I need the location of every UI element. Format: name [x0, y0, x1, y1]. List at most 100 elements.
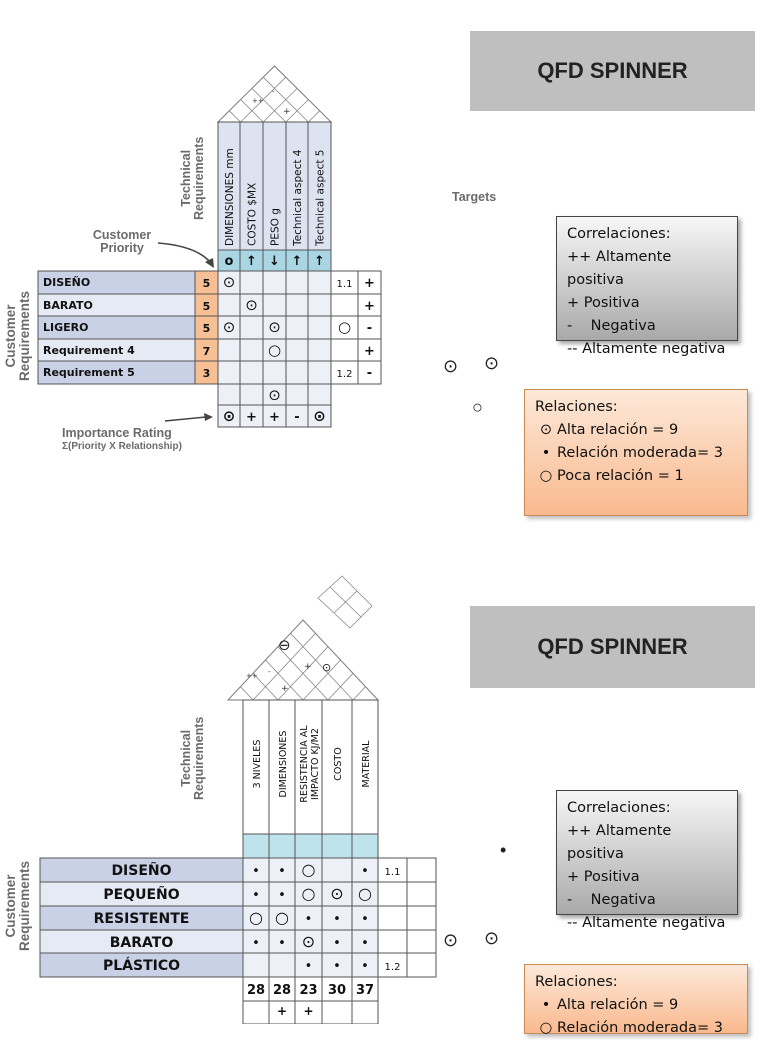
relationship-mark: 1.1 [337, 279, 353, 290]
relationship-cell [285, 315, 309, 340]
roof-mark: - [268, 668, 271, 676]
relaciones-title: Relaciones: [535, 399, 618, 415]
loose-symbol: ⊙ [484, 353, 500, 373]
bottom-technical-line-2: Requirements [192, 716, 206, 800]
relationship-cell [294, 905, 323, 931]
direction-cell [242, 833, 270, 859]
top-importance-rating-label: Importance Rating Σ(Priority X Relations… [62, 427, 182, 453]
loose-symbol: ⊙ [484, 928, 500, 948]
total-value: 23 [299, 983, 317, 998]
relationship-mark: • [361, 959, 369, 974]
relaciones-item: •Relación moderada= 3 [535, 442, 737, 465]
importance-mark: + [269, 410, 280, 425]
loose-symbol: • [500, 840, 507, 860]
relationship-cell [285, 338, 309, 362]
top-correlaciones-legend: Correlaciones: ++ Altamente positiva + P… [556, 216, 738, 357]
relationship-cell [406, 929, 437, 954]
importance-rating-formula: Σ(Priority X Relationship) [62, 441, 182, 452]
customer-priority-arrowhead [205, 258, 214, 268]
relationship-cell [217, 360, 241, 385]
total-cell [242, 976, 270, 1002]
relaciones-item: •Alta relación = 9 [535, 994, 737, 1017]
importance-mark: ⊙ [223, 407, 236, 425]
total-cell [351, 976, 379, 1002]
relationship-cell [321, 952, 353, 978]
roof-lattice-line [229, 110, 241, 123]
roof-lattice-line [274, 65, 332, 123]
relationship-mark: • [252, 888, 260, 903]
relationship-cell [321, 857, 353, 883]
relationship-mark: • [333, 912, 341, 927]
extra-row-cell [217, 383, 241, 406]
priority-value: 7 [203, 345, 211, 358]
relationship-cell [294, 881, 323, 907]
relationship-cell [262, 270, 287, 295]
relationship-cell [285, 270, 309, 295]
relationship-mark: ○ [302, 884, 316, 903]
total-cell [268, 976, 296, 1002]
relationship-cell [262, 360, 287, 385]
importance-mark: - [294, 410, 299, 425]
customer-requirement-label: LIGERO [43, 321, 88, 334]
tech-column-header: Technical aspect 4 [292, 149, 304, 247]
priority-value: 5 [203, 300, 211, 313]
relationship-mark: ○ [338, 318, 351, 336]
roof-lattice-line [277, 646, 329, 701]
relationship-mark: 1.2 [385, 962, 401, 973]
roof-lattice-line [217, 65, 275, 123]
tech-column-header: DIMENSIONES mm [224, 148, 236, 246]
relaciones-title: Relaciones: [535, 974, 618, 990]
relationship-mark: ○ [249, 908, 263, 927]
bottom-customer-line-1: Customer [3, 874, 18, 938]
correlaciones-item: -- Altamente negativa [567, 341, 726, 357]
relationship-mark: • [361, 864, 369, 879]
relationship-cell [217, 293, 241, 317]
tech-column-header: Technical aspect 5 [315, 150, 327, 248]
relationship-cell [351, 881, 379, 907]
relationship-cell [406, 857, 437, 883]
tech-column-header: IMPACTO KJ/M2 [310, 728, 321, 800]
importance-rating-title: Importance Rating [62, 426, 172, 440]
customer-requirement-label: PEQUEÑO [103, 886, 179, 903]
relationship-mark: ⊙ [268, 318, 281, 336]
loose-symbol: ○ [472, 397, 483, 417]
customer-requirement-label: Requirement 5 [43, 366, 135, 379]
relationship-cell [377, 929, 408, 954]
roof-lattice-line [265, 659, 304, 701]
relationship-mark: • [305, 959, 313, 974]
priority-value: 3 [203, 367, 211, 380]
relationship-mark: • [305, 912, 313, 927]
tech-column-header-cell [268, 699, 296, 835]
relationship-mark: • [278, 888, 286, 903]
relationship-cell [268, 952, 296, 978]
customer-requirement-label: RESISTENTE [94, 911, 190, 927]
tech-column-header: 3 NIVELES [252, 740, 263, 789]
relationship-cell [285, 360, 309, 385]
customer-requirement-label: DISEÑO [111, 862, 171, 879]
relationship-mark: ⊙ [302, 932, 315, 951]
relationship-mark: • [252, 936, 260, 951]
importance-mark: ⊙ [313, 407, 326, 425]
relationship-mark: ⊙ [245, 296, 258, 314]
roof-mark: + [304, 662, 312, 672]
roof-mark: - [272, 88, 275, 96]
direction-mark: o [225, 254, 234, 269]
top-technical-requirements-text: Technical Requirements [179, 137, 206, 220]
correlaciones-item: -- Altamente negativa [567, 915, 726, 931]
relationship-cell [377, 857, 408, 883]
extra-row-cell [307, 383, 332, 406]
bottom-correlaciones-legend: Correlaciones: ++ Altamente positiva + P… [556, 790, 738, 931]
roof-lattice-line [302, 659, 341, 701]
total-value: 30 [328, 983, 346, 998]
relationship-mark: ⊙ [223, 273, 236, 291]
top-title: QFD SPINNER [537, 58, 688, 83]
relationship-mark: ○ [268, 341, 281, 359]
correlaciones-title: Correlaciones: [567, 226, 671, 242]
top-customer-priority-label: Customer Priority [82, 229, 162, 255]
roof-lattice-line [240, 686, 254, 701]
last-row-mark: + [277, 1004, 287, 1018]
total-cell [294, 976, 323, 1002]
roof-lattice-line [252, 633, 316, 701]
top-customer-requirements-text: Customer Requirements [3, 288, 32, 384]
